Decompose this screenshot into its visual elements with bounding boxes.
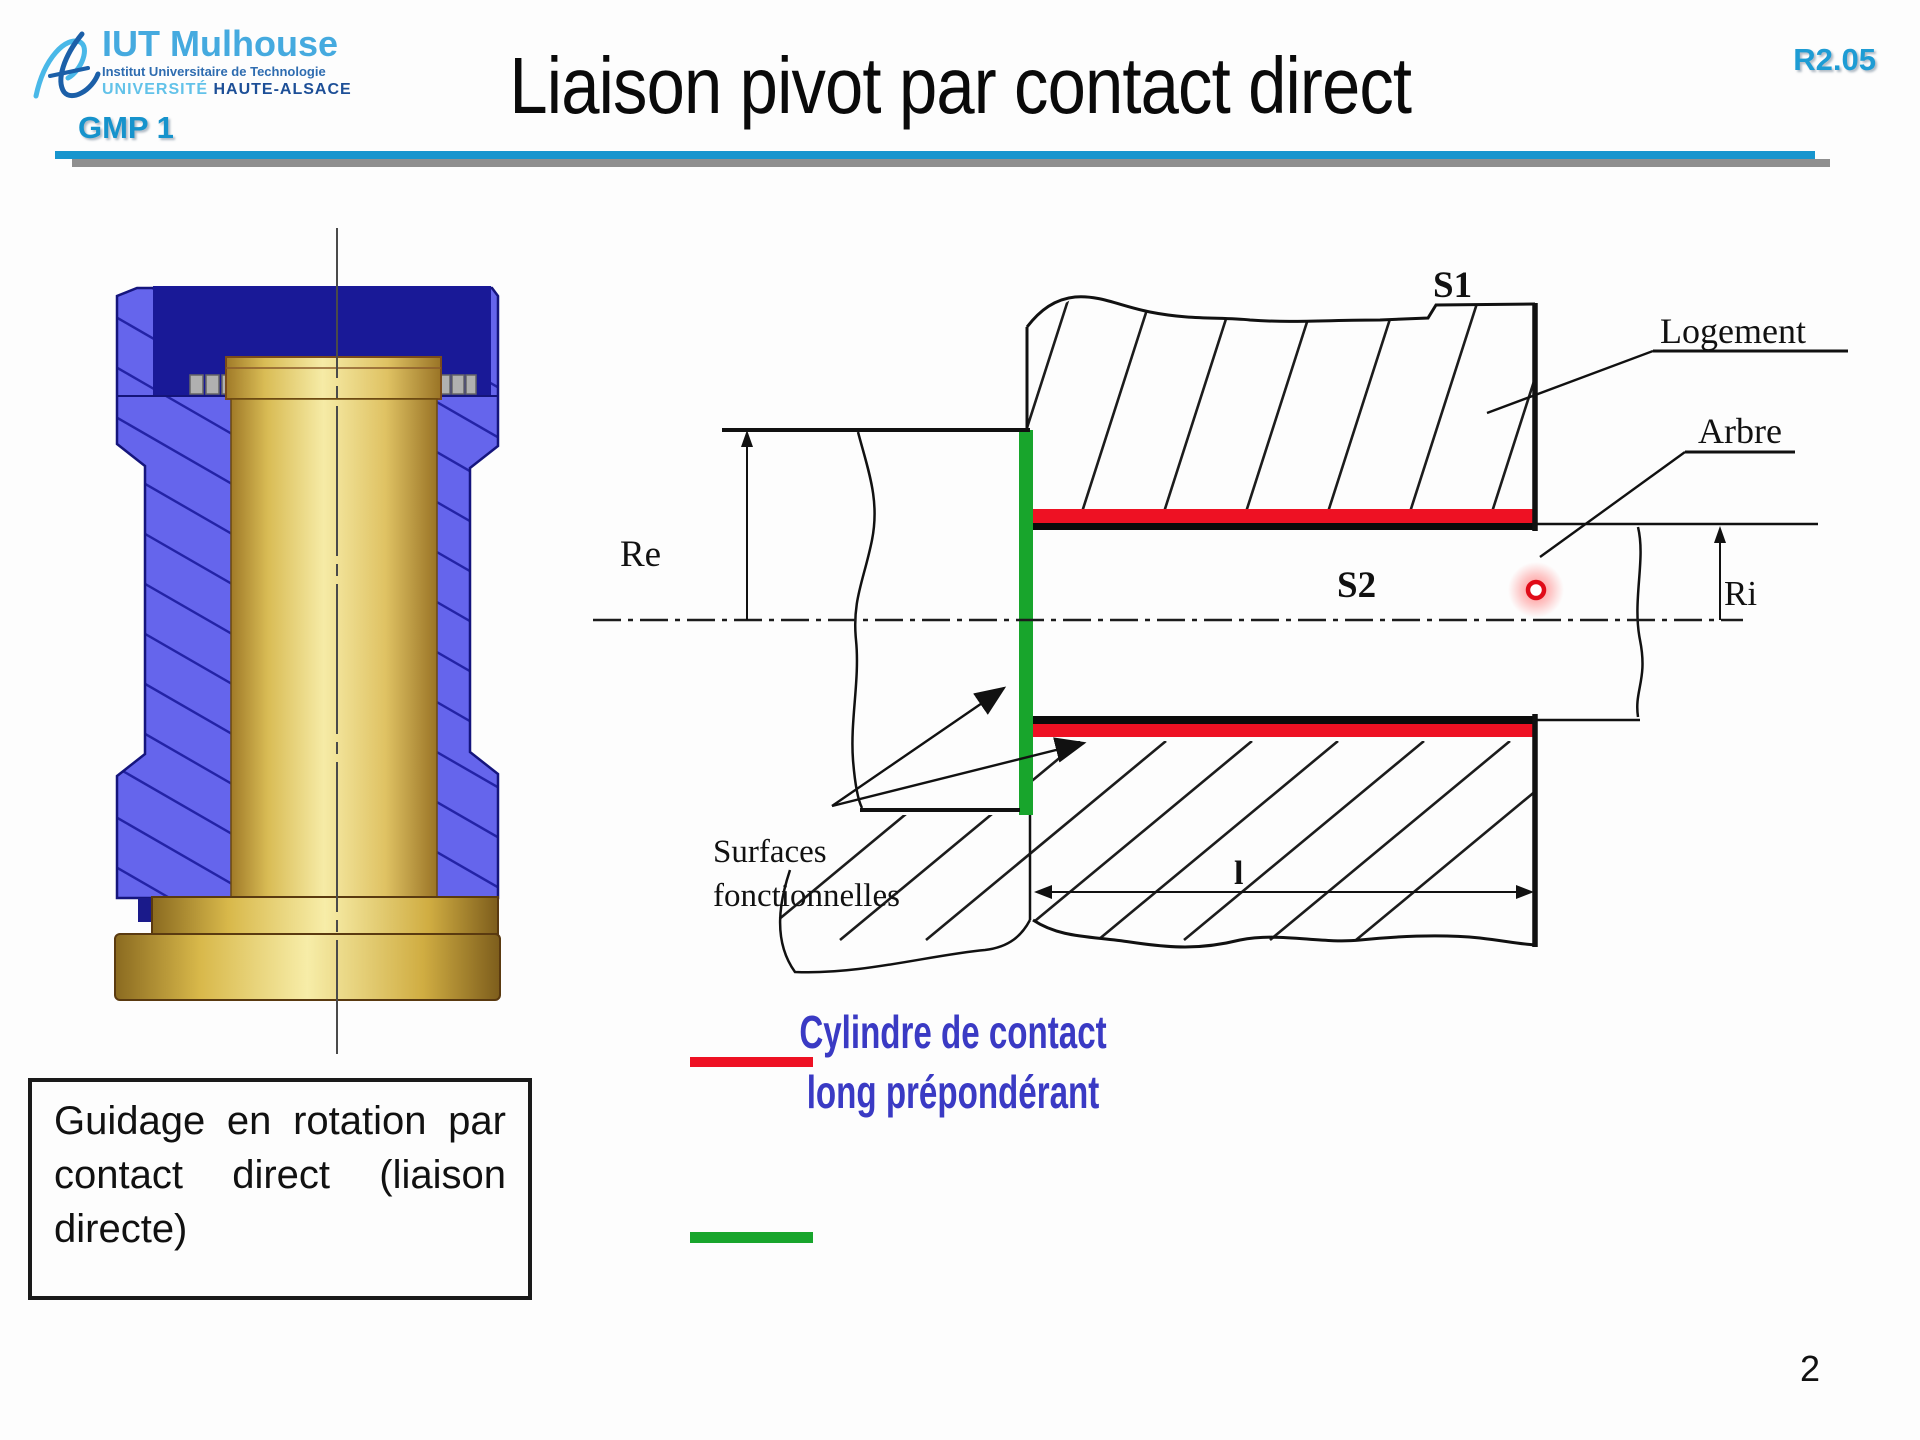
pivot-3d-cutaway-figure	[114, 228, 501, 1054]
legend-red-swatch	[690, 1057, 813, 1067]
arbre-label: Arbre	[1698, 411, 1782, 451]
arbre-left-break-line	[851, 431, 876, 809]
shaft-collar	[225, 356, 442, 400]
shaft-flange-lower	[114, 933, 501, 1001]
header-rule-shadow	[72, 159, 1830, 167]
legend-caption: Cylindre de contact long prépondérant	[799, 1002, 1106, 1122]
s2-label: S2	[1337, 565, 1376, 606]
radial-contact-green-line	[1019, 430, 1033, 815]
header-rule	[55, 151, 1815, 159]
l-label: l	[1234, 855, 1243, 892]
upper-contact-red-line	[1032, 509, 1535, 523]
logement-label: Logement	[1660, 311, 1806, 351]
shaft-flange-upper	[151, 896, 499, 935]
re-label: Re	[620, 534, 661, 575]
logo-university-light: UNIVERSITÉ	[102, 81, 209, 98]
legend-swatches	[690, 1057, 813, 1243]
ri-label: Ri	[1724, 574, 1757, 613]
iut-logo: IUT Mulhouse Institut Universitaire de T…	[30, 18, 390, 118]
surface-arrow-red	[831, 737, 1087, 808]
s1-label: S1	[1433, 265, 1472, 306]
legend-caption-line1: Cylindre de contact	[799, 1006, 1107, 1058]
arbre-right-break-line	[1636, 526, 1644, 718]
logement-lower-hatching	[778, 741, 1537, 942]
legend-caption-line2: long prépondérant	[806, 1066, 1100, 1118]
caption-box: Guidage en rotation par contact direct (…	[28, 1078, 532, 1300]
module-code: R2.05	[1793, 42, 1876, 77]
iut-logo-swoosh-icon	[33, 31, 101, 99]
caption-line1: Guidage en rotation par	[54, 1099, 506, 1143]
surfaces-label-line1: Surfaces	[713, 834, 827, 870]
caption-line3: directe)	[54, 1207, 188, 1251]
surface-arrow-green	[831, 686, 1007, 807]
course-label: GMP 1	[78, 110, 174, 145]
pivot-cross-section-diagram: Re Ri l Surfaces fonctionnelles Logement…	[593, 265, 1848, 974]
logement-bottom-break-line	[1032, 918, 1536, 949]
caption-line2: contact direct (liaison	[54, 1153, 506, 1197]
lower-contact-red-line	[1032, 724, 1535, 737]
logement-top-outline	[1025, 295, 1536, 328]
logement-leader-line	[1486, 349, 1654, 415]
logo-subtitle: Institut Universitaire de Technologie	[102, 64, 326, 79]
logo-university-bold: HAUTE-ALSACE	[213, 81, 352, 98]
logement-upper-hatching	[1027, 297, 1537, 512]
slide-title: Liaison pivot par contact direct	[509, 41, 1412, 130]
logo-university: UNIVERSITÉ HAUTE-ALSACE	[102, 82, 352, 98]
shaft-body	[230, 398, 438, 933]
page-number: 2	[1800, 1348, 1821, 1389]
legend-green-swatch	[690, 1232, 813, 1243]
arbre-leader-line	[1539, 451, 1686, 558]
logo-name: IUT Mulhouse	[102, 23, 338, 64]
laser-pointer-dot	[1525, 579, 1547, 601]
surfaces-label-line2: fonctionnelles	[713, 878, 900, 914]
